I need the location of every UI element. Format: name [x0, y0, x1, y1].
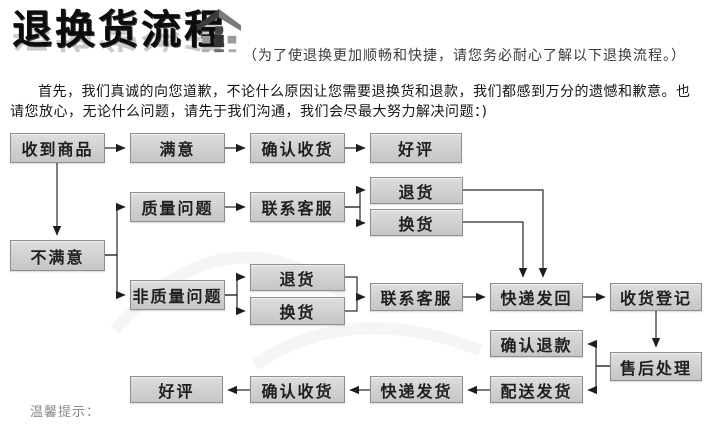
arrow-return-q-to-sendback	[463, 189, 548, 278]
flow-node-unsatisfied: 不满意	[10, 240, 105, 271]
arrow-nonquality-to-return-nq	[225, 272, 246, 296]
arrow-nonquality-to-exchange-nq	[225, 294, 246, 316]
flow-node-receipt-register: 收货登记	[610, 283, 702, 311]
flow-node-exchange-quality: 换货	[370, 209, 463, 236]
flow-node-return-quality: 退货	[370, 177, 463, 204]
flow-node-dispatch-shipping: 配送发货	[490, 376, 583, 403]
flow-node-confirm-refund: 确认退款	[490, 330, 583, 357]
flow-node-express-send-back: 快递发回	[490, 283, 583, 311]
arrow-exchange-q-to-sendback	[463, 221, 528, 278]
house-icon	[196, 8, 242, 60]
arrow-aftersales-to-refund	[587, 339, 610, 367]
flow-node-exchange-nonquality: 换货	[250, 297, 345, 325]
flow-node-received-goods: 收到商品	[10, 133, 105, 163]
flow-node-after-sales-handling: 售后处理	[610, 352, 702, 381]
flow-node-return-nonquality: 退货	[250, 264, 345, 291]
intro-paragraph: 首先，我们真诚的向您道歉，不论什么原因让您需要退换货和退款，我们都感到万分的遗憾…	[10, 84, 691, 120]
flow-node-confirm-receipt-top: 确认收货	[250, 133, 345, 163]
flow-node-contact-service-nonquality: 联系客服	[370, 283, 463, 311]
flow-node-contact-service-quality: 联系客服	[250, 192, 345, 222]
bracket-returns-merge	[345, 276, 358, 312]
arrow-service-to-exchange-q	[345, 206, 366, 228]
warm-tip-label: 温馨提示：	[30, 405, 101, 420]
page-title: 退换货流程	[12, 7, 227, 53]
arrow-unsatisfied-to-nonquality	[105, 254, 126, 300]
arrow-unsatisfied-to-quality	[105, 202, 126, 256]
arrow-service-to-return-q	[345, 185, 366, 208]
flow-node-quality-issue: 质量问题	[130, 192, 225, 222]
flow-node-confirm-receipt-bottom: 确认收货	[250, 376, 345, 403]
flow-node-non-quality-issue: 非质量问题	[130, 280, 225, 310]
flow-node-good-review-top: 好评	[370, 133, 462, 163]
arrow-aftersales-to-dispatch	[587, 365, 610, 395]
flow-node-good-review-bottom: 好评	[130, 376, 223, 403]
header-subtitle: （为了使退换更加顺畅和快捷，请您务必耐心了解以下退换流程。）	[243, 48, 686, 64]
title-reflection-fade	[0, 53, 265, 79]
flow-node-express-shipping: 快递发货	[370, 376, 463, 403]
flow-node-satisfied: 满意	[130, 133, 225, 163]
